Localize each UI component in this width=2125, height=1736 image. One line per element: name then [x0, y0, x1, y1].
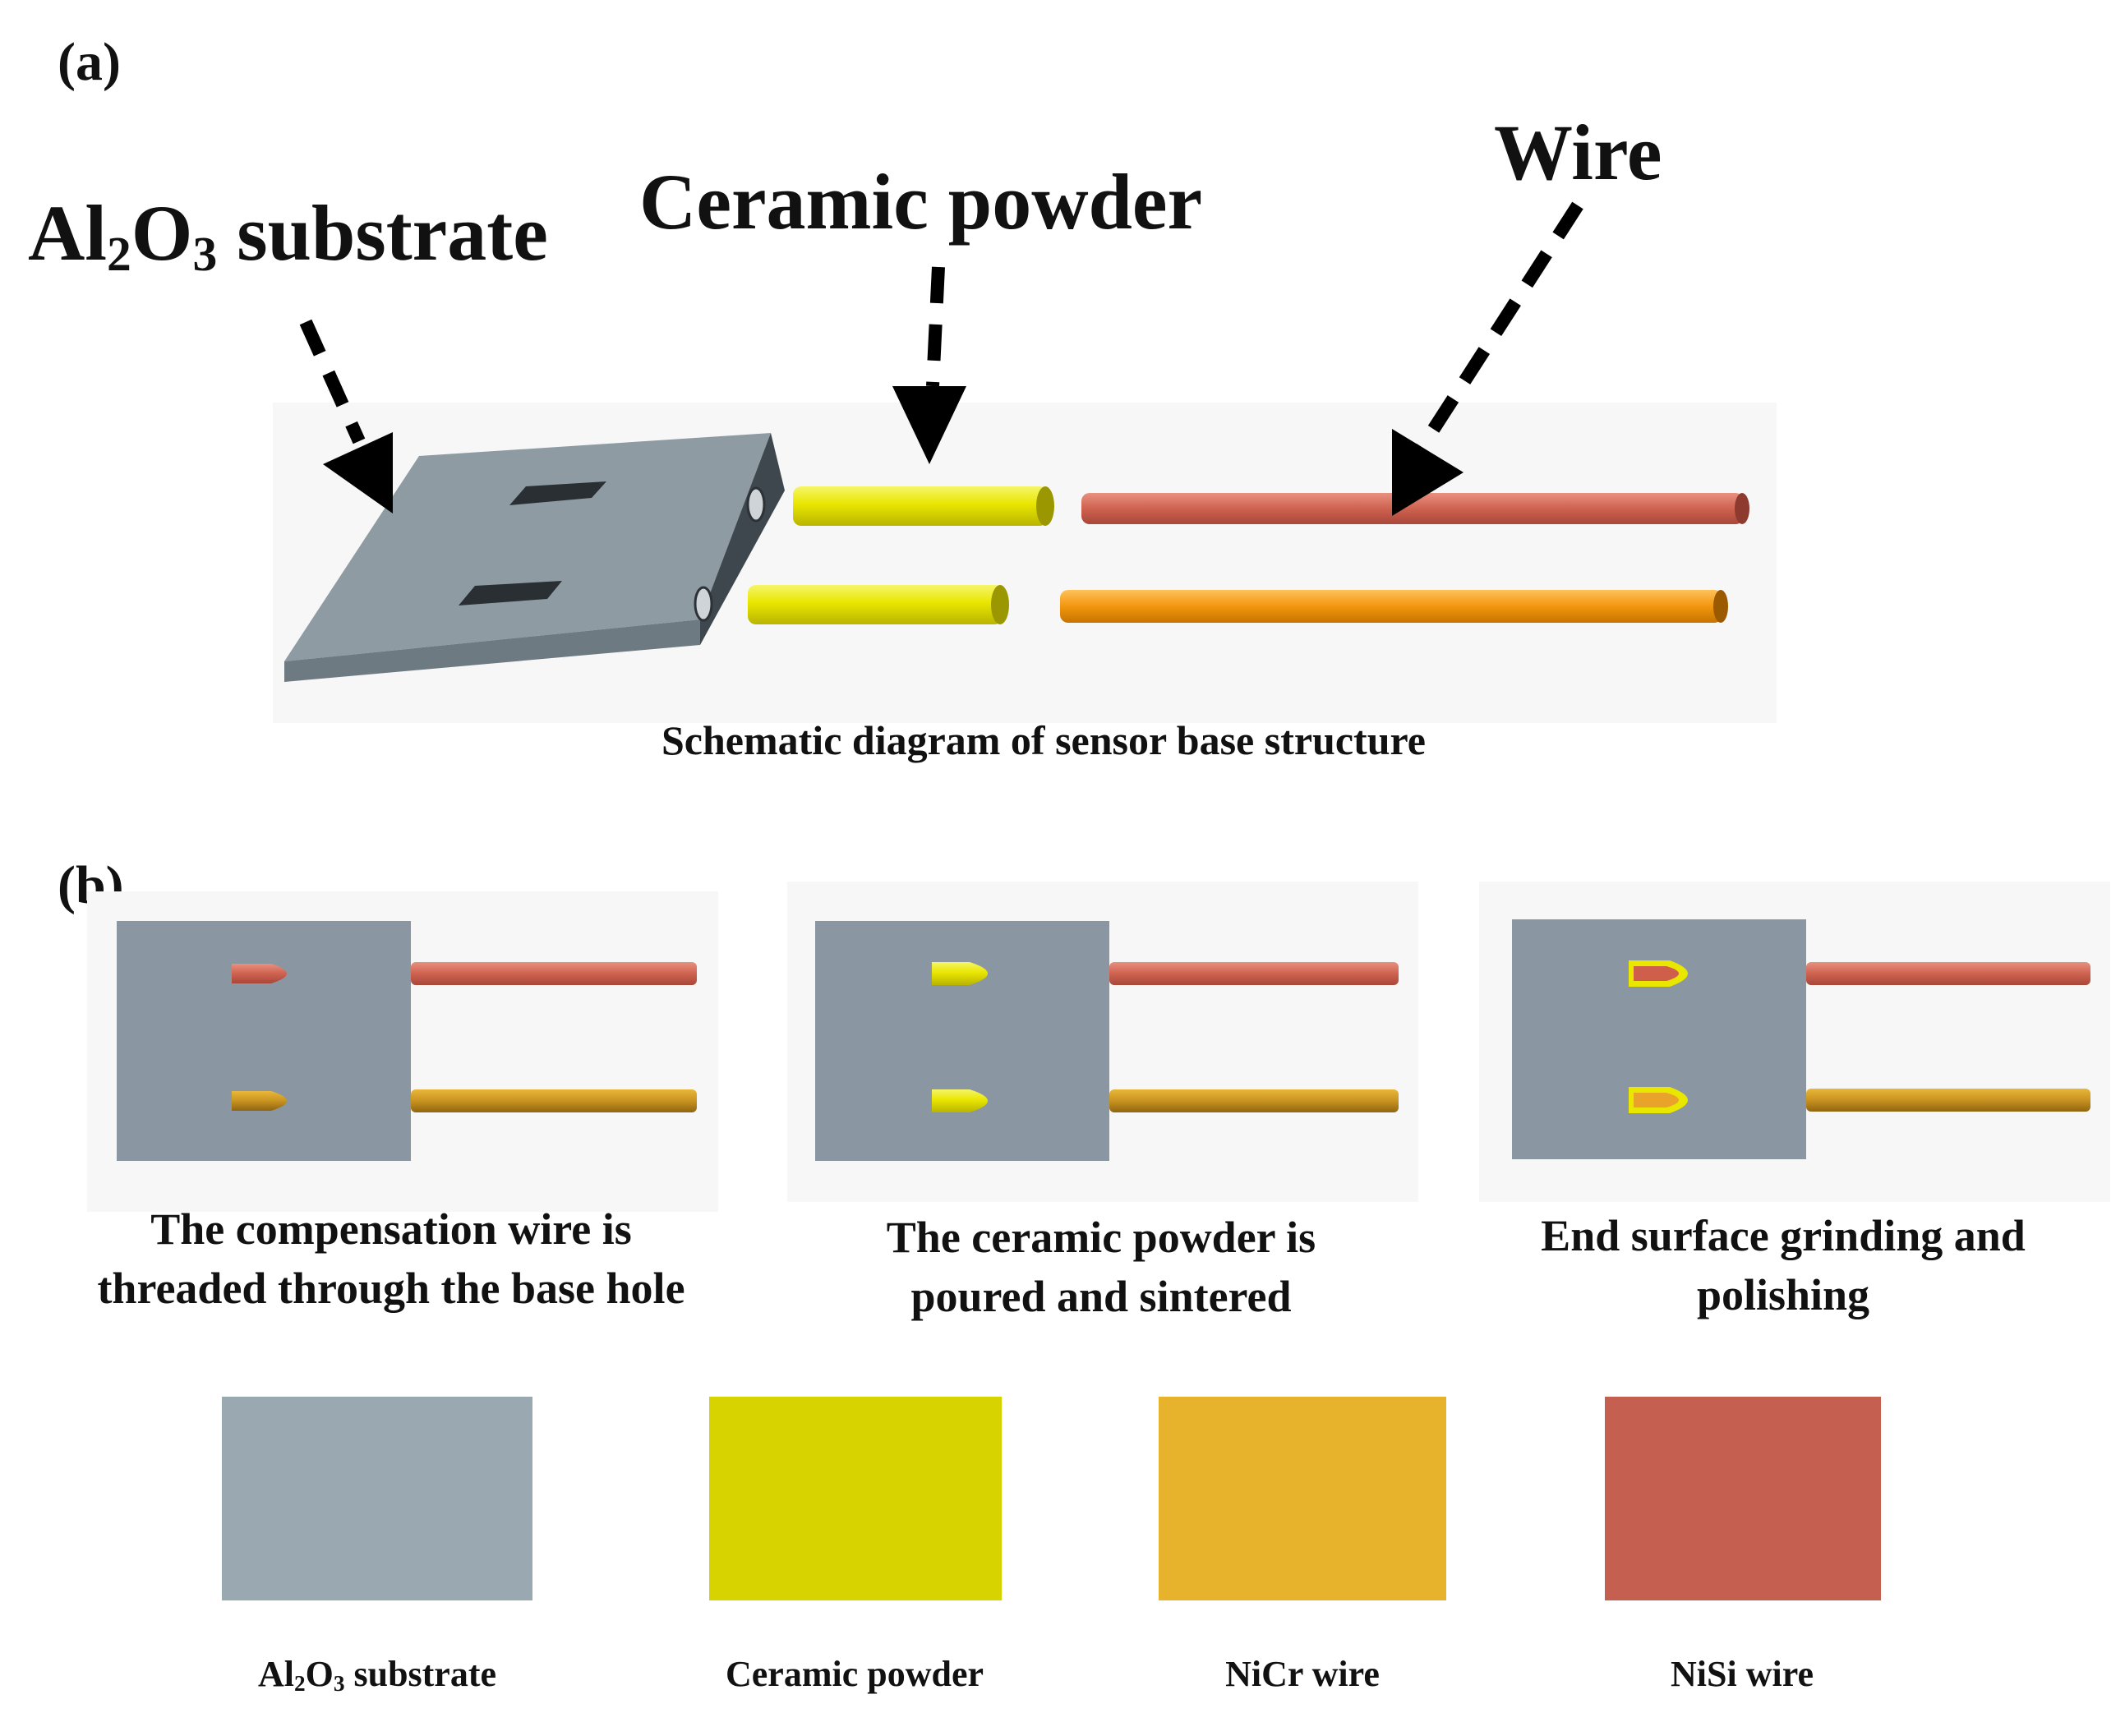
ceramic-fill-upper	[932, 962, 988, 985]
step-3-illustration	[1512, 919, 2090, 1159]
nisi-wire	[411, 962, 697, 985]
legend-swatch-substrate	[222, 1397, 532, 1600]
step-1-view	[87, 891, 718, 1212]
step-3-view	[1479, 882, 2110, 1202]
legend-swatch-ceramic-powder	[709, 1397, 1002, 1600]
substrate-top-face	[284, 433, 771, 661]
substrate-face	[1512, 919, 1806, 1159]
nicr-wire-3d	[1060, 590, 1728, 623]
substrate-face	[117, 921, 411, 1161]
polished-end-lower-wire	[1634, 1093, 1679, 1107]
arrow-to-ceramic	[892, 266, 966, 464]
callout-wire-label: Wire	[1494, 108, 1662, 196]
step-2-view	[787, 882, 1418, 1202]
substrate-slot-upper	[509, 481, 606, 505]
nisi-wire-end	[232, 964, 287, 983]
step-3-caption: End surface grinding and polishing	[1541, 1211, 2026, 1320]
legend-swatch-nisi-wire	[1605, 1397, 1881, 1600]
substrate-slot-lower	[459, 581, 562, 606]
arrow-to-substrate	[299, 319, 393, 513]
panel-a-label: (a)	[58, 32, 121, 92]
step-1-illustration	[117, 921, 697, 1161]
arrow-to-wire	[1392, 201, 1583, 516]
ceramic-tube-upper	[793, 486, 1054, 526]
nisi-wire	[1806, 962, 2090, 985]
ceramic-tube-lower	[748, 585, 1009, 624]
legend-label-substrate: Al2O3 substrate	[257, 1654, 497, 1696]
step-2-illustration	[815, 921, 1399, 1161]
nicr-wire	[411, 1089, 697, 1112]
substrate-hole-lower	[694, 586, 713, 622]
substrate-hole-upper	[746, 486, 766, 523]
nisi-wire-3d	[1081, 493, 1749, 524]
substrate-front-face	[284, 619, 700, 682]
nicr-wire-end	[232, 1091, 287, 1111]
legend-label-nicr-wire: NiCr wire	[1225, 1654, 1380, 1694]
callout-ceramic-label: Ceramic powder	[639, 158, 1203, 246]
nicr-wire	[1806, 1089, 2090, 1112]
legend-label-nisi-wire: NiSi wire	[1671, 1654, 1814, 1694]
step-1-caption: The compensation wire is threaded throug…	[97, 1204, 685, 1314]
callout-substrate-label: Al2O3 substrate	[28, 189, 548, 282]
nisi-wire	[1109, 962, 1399, 985]
step-2-caption: The ceramic powder is poured and sintere…	[886, 1213, 1316, 1322]
legend-label-ceramic-powder: Ceramic powder	[725, 1654, 984, 1694]
legend-swatch-nicr-wire	[1159, 1397, 1446, 1600]
nicr-wire	[1109, 1089, 1399, 1112]
substrate-block	[284, 433, 785, 682]
polished-end-upper-wire	[1634, 966, 1679, 981]
panel-a-caption: Schematic diagram of sensor base structu…	[661, 717, 1426, 763]
substrate-side-face	[700, 433, 785, 645]
ceramic-fill-lower	[932, 1089, 988, 1112]
substrate-face	[815, 921, 1109, 1161]
